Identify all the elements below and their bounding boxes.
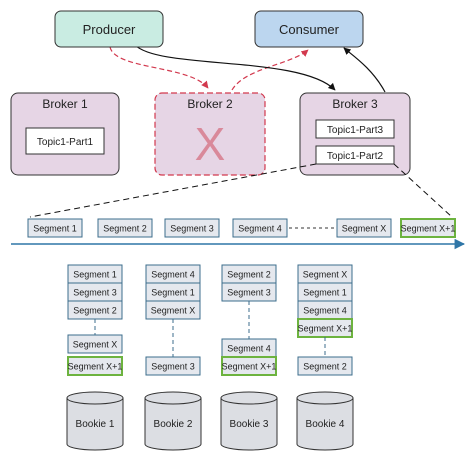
segment-label: Segment X <box>342 224 387 234</box>
broker-label: Broker 2 <box>187 97 233 111</box>
producer-broker3-link <box>134 44 336 91</box>
segment-box: Segment 2 <box>97 218 153 238</box>
segment-box: Segment 4 <box>145 264 201 284</box>
bookie-label: Bookie 1 <box>76 419 115 430</box>
broker-2-failed: Broker 2 X <box>154 92 266 176</box>
bookie-cylinder: Bookie 1 <box>66 391 124 451</box>
segment-label: Segment 4 <box>151 270 195 280</box>
bookie-label: Bookie 4 <box>306 419 345 430</box>
segment-label: Segment 1 <box>303 288 347 298</box>
segment-label: Segment 3 <box>151 362 195 372</box>
failed-broker2-consumer-link <box>231 49 309 91</box>
broker-3: Broker 3 Topic1-Part3 Topic1-Part2 <box>299 92 411 176</box>
partition-box <box>315 119 395 139</box>
segment-label: Segment X+1 <box>298 324 353 334</box>
segment-box: Segment 4 <box>232 218 288 238</box>
segment-label: Segment 3 <box>73 288 117 298</box>
broker3-consumer-link <box>343 47 386 93</box>
partition-label: Topic1-Part2 <box>327 151 384 162</box>
segment-box: Segment 4 <box>297 300 353 320</box>
partition-label: Topic1-Part3 <box>327 125 384 136</box>
segment-label: Segment 2 <box>303 362 347 372</box>
segment-box: Segment 2 <box>67 300 123 320</box>
partition-box <box>315 145 395 165</box>
broker-label: Broker 1 <box>42 97 88 111</box>
segment-label: Segment 4 <box>238 224 282 234</box>
segment-label: Segment X+1 <box>222 362 277 372</box>
bookie-cylinder: Bookie 3 <box>220 391 278 451</box>
segment-label: Segment X+1 <box>68 362 123 372</box>
segment-box: Segment X <box>297 264 353 284</box>
bookie-column: Segment 1 Segment 3 Segment 2 Segment X Segm… <box>66 264 124 451</box>
partition-box <box>25 127 105 155</box>
segment-box: Segment 2 <box>297 356 353 376</box>
bookie-label: Bookie 3 <box>230 419 269 430</box>
segment-label: Segment 3 <box>227 288 271 298</box>
segment-label: Segment 1 <box>73 270 117 280</box>
bookie-cylinder: Bookie 4 <box>296 391 354 451</box>
bookie-column: Segment 2 Segment 3 Segment 4 Segment X+1Bo… <box>220 264 278 451</box>
segment-box: Segment 1 <box>145 282 201 302</box>
segment-box: Segment X+1 <box>67 356 123 376</box>
segment-label: Segment X+1 <box>401 224 456 234</box>
segment-box: Segment X <box>145 300 201 320</box>
bookie-cylinder: Bookie 2 <box>144 391 202 451</box>
failure-x-mark: X <box>195 118 226 170</box>
segment-box: Segment 1 <box>27 218 83 238</box>
zoom-line-left <box>29 163 317 218</box>
segment-box: Segment 3 <box>164 218 220 238</box>
segment-label: Segment 2 <box>103 224 147 234</box>
consumer-node: Consumer <box>254 10 364 48</box>
segment-box: Segment 3 <box>221 282 277 302</box>
segment-label: Segment 2 <box>73 306 117 316</box>
segment-label: Segment 4 <box>227 344 271 354</box>
segment-box: Segment X+1 <box>221 356 277 376</box>
segment-box: Segment 1 <box>297 282 353 302</box>
segment-label: Segment X <box>151 306 196 316</box>
segment-box: Segment 4 <box>221 338 277 358</box>
bookie-label: Bookie 2 <box>154 419 193 430</box>
zoom-line-right <box>393 163 453 218</box>
segment-label: Segment X <box>73 340 118 350</box>
segment-label: Segment 1 <box>151 288 195 298</box>
consumer-label: Consumer <box>279 22 340 37</box>
failed-producer-broker2-link <box>109 46 209 89</box>
broker-label: Broker 3 <box>332 97 378 111</box>
segment-label: Segment 3 <box>170 224 214 234</box>
broker-1: Broker 1 Topic1-Part1 <box>10 92 120 176</box>
segment-box: Segment X <box>336 218 392 238</box>
segment-box: Segment 3 <box>67 282 123 302</box>
segment-label: Segment 2 <box>227 270 271 280</box>
bookie-column: Segment 4 Segment 1 Segment X Segment 3 Book… <box>144 264 202 451</box>
segment-label: Segment X <box>303 270 348 280</box>
segment-box: Segment X+1 <box>400 218 456 238</box>
segment-label: Segment 4 <box>303 306 347 316</box>
segment-box: Segment 1 <box>67 264 123 284</box>
segment-label: Segment 1 <box>33 224 77 234</box>
producer-node: Producer <box>54 10 164 48</box>
segment-box: Segment 2 <box>221 264 277 284</box>
producer-label: Producer <box>83 22 136 37</box>
segment-box: Segment X <box>67 334 123 354</box>
segment-box: Segment X+1 <box>297 318 353 338</box>
segment-box: Segment 3 <box>145 356 201 376</box>
segment-timeline: Segment 1 Segment 2 Segment 3 Segment 4 Segm… <box>27 218 456 238</box>
bookie-column: Segment X Segment 1 Segment 4 Segment X+1Se… <box>296 264 354 451</box>
partition-label: Topic1-Part1 <box>37 137 94 148</box>
